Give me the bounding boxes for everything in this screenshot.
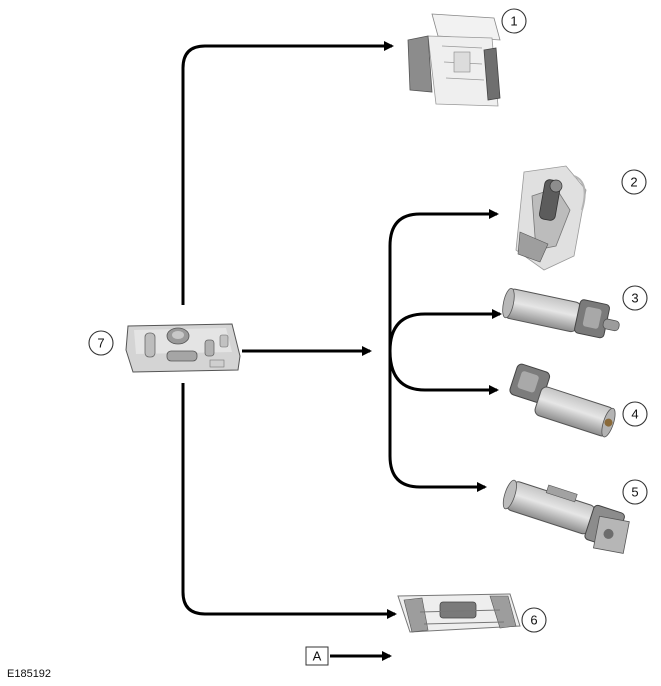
flow-arrows xyxy=(181,41,502,661)
callout-4: 4 xyxy=(622,401,648,427)
callout-7: 7 xyxy=(88,330,114,356)
arrow-to-part-4 xyxy=(388,350,499,395)
callout-1-label: 1 xyxy=(510,14,517,29)
callout-2-label: 2 xyxy=(630,175,637,190)
seat-motor-3-illustration xyxy=(502,287,620,339)
callout-5-label: 5 xyxy=(631,485,638,500)
seat-switch-pack-illustration xyxy=(125,323,241,373)
legend: A xyxy=(305,646,329,666)
callout-7-label: 7 xyxy=(97,336,104,351)
callout-2: 2 xyxy=(621,169,647,195)
arrow-to-part-1 xyxy=(181,41,394,305)
seat-motor-5-illustration xyxy=(502,479,630,554)
callout-6-label: 6 xyxy=(530,613,537,628)
callout-3: 3 xyxy=(622,285,648,311)
lumbar-motor-illustration xyxy=(515,165,587,271)
callout-1: 1 xyxy=(501,8,527,34)
callout-4-label: 4 xyxy=(631,407,638,422)
arrow-to-part-2 xyxy=(388,209,499,351)
arrow-to-part-5 xyxy=(388,351,487,492)
seat-back-module-illustration xyxy=(407,13,501,107)
arrow-to-part-3 xyxy=(388,309,502,352)
callout-3-label: 3 xyxy=(631,291,638,306)
legend-label: A xyxy=(313,649,322,664)
seat-frame-illustration xyxy=(397,593,521,633)
callout-5: 5 xyxy=(622,479,648,505)
callout-6: 6 xyxy=(521,607,547,633)
reference-code: E185192 xyxy=(7,668,51,680)
seat-motor-4-illustration xyxy=(509,363,616,438)
arrow-to-part-6 xyxy=(181,383,397,619)
